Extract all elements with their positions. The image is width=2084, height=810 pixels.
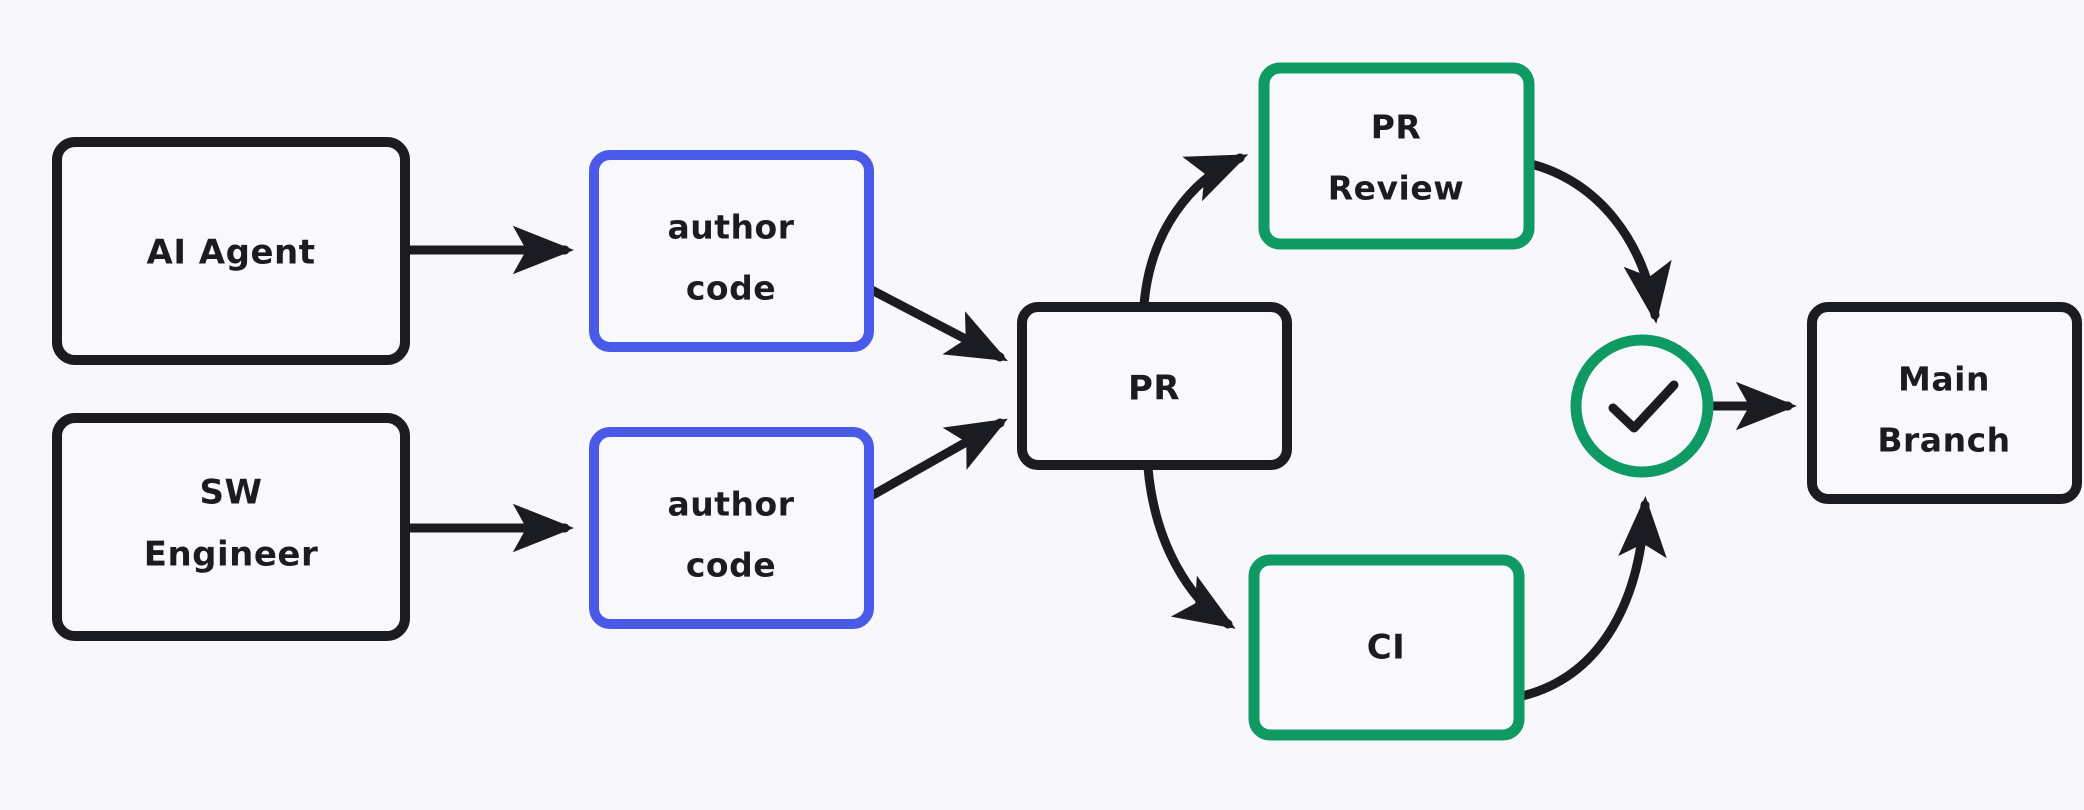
node-sw-engineer-label-line2: Engineer [144, 535, 319, 575]
node-pr-review-label-line1: PR [1371, 108, 1422, 147]
node-main-branch-shape [1807, 302, 2082, 504]
node-ci-label: CI [1367, 628, 1406, 668]
node-main-branch[interactable]: Main Branch [1807, 302, 2082, 504]
edge-pr-to-pr-review [1139, 153, 1249, 310]
node-merge-check[interactable] [1570, 334, 1714, 478]
node-pr[interactable]: PR [1017, 302, 1292, 470]
node-author-code-engineer-shape [589, 427, 874, 629]
check-icon [1608, 380, 1679, 433]
node-sw-engineer[interactable]: SW Engineer [52, 413, 410, 641]
node-author-code-engineer[interactable]: author code [589, 427, 874, 629]
node-pr-review-label-line2: Review [1328, 169, 1464, 208]
node-author-code-engineer-label-line1: author [668, 485, 795, 524]
node-sw-engineer-label-line1: SW [200, 473, 263, 513]
node-main-branch-label-line2: Branch [1877, 421, 2010, 460]
node-pr-review[interactable]: PR Review [1258, 62, 1535, 250]
node-pr-review-shape [1258, 62, 1535, 250]
edge-pr-review-to-merge-check [1522, 158, 1672, 324]
node-ci[interactable]: CI [1248, 554, 1525, 741]
node-author-code-agent-label-line1: author [668, 208, 795, 247]
node-ai-agent-shape [52, 137, 410, 365]
node-author-code-agent-label-line2: code [686, 269, 776, 308]
node-ai-agent[interactable]: AI Agent [52, 137, 410, 365]
node-ci-shape [1248, 554, 1525, 741]
node-sw-engineer-shape [52, 413, 410, 641]
node-ai-agent-label: AI Agent [147, 233, 316, 273]
node-pr-label: PR [1128, 369, 1180, 409]
edges-group [402, 153, 1798, 702]
node-main-branch-label-line1: Main [1898, 360, 1990, 399]
edge-author-code-agent-to-pr [859, 281, 1008, 362]
edge-pr-to-ci [1143, 463, 1236, 629]
edge-ci-to-merge-check [1513, 496, 1667, 702]
node-merge-check-shape [1570, 334, 1714, 478]
node-author-code-agent-shape [589, 150, 874, 352]
node-author-code-engineer-label-line2: code [686, 546, 776, 585]
node-pr-shape [1017, 302, 1292, 470]
node-author-code-agent[interactable]: author code [589, 150, 874, 352]
edge-author-code-engineer-to-pr [859, 418, 1008, 505]
